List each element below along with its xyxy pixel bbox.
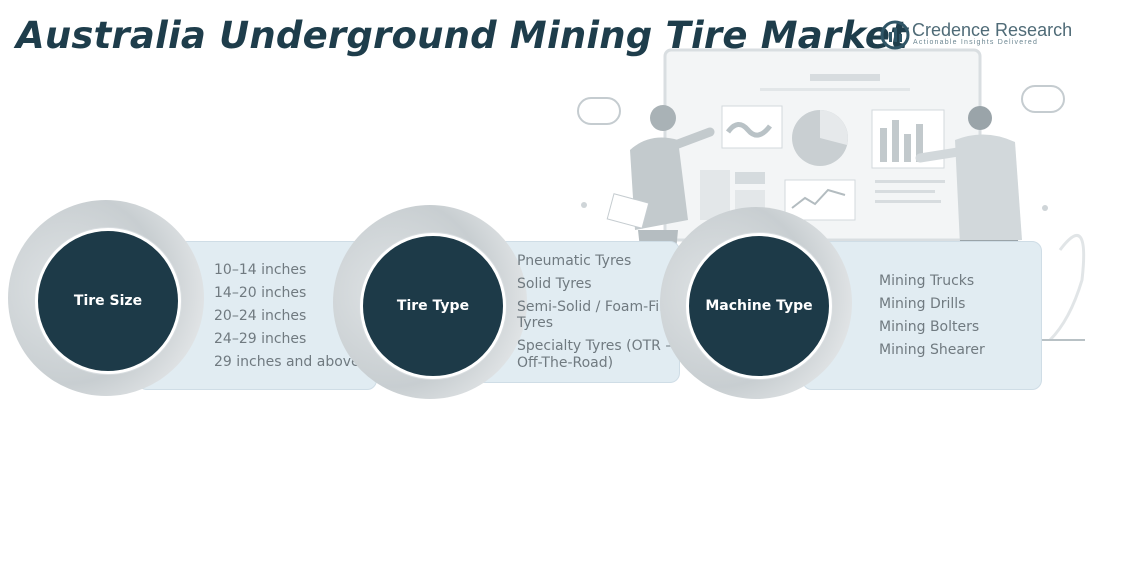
tire-type-circle: Tire Type (360, 233, 506, 379)
presentation-illustration (577, 48, 1086, 342)
machine-type-item: Mining Drills (879, 296, 966, 312)
machine-type-item: Mining Trucks (879, 273, 975, 289)
tire-size-label: Tire Size (73, 293, 143, 309)
logo-name: Credence Research (912, 20, 1073, 40)
tire-type-item: Specialty Tyres (OTR – (517, 338, 673, 354)
page-title: Australia Underground Mining Tire Market (16, 14, 909, 57)
tire-type-label: Tire Type (396, 298, 470, 314)
machine-type-label: Machine Type (705, 298, 813, 314)
credence-logo-icon (880, 20, 910, 50)
logo-tagline: Actionable Insights Delivered (913, 39, 1039, 46)
tire-size-item: 24–29 inches (214, 331, 307, 347)
tire-size-item: 14–20 inches (214, 285, 307, 301)
tire-type-item: Solid Tyres (517, 276, 592, 292)
tire-size-item: 10–14 inches (214, 262, 307, 278)
tire-type-item: Pneumatic Tyres (517, 253, 632, 269)
tire-size-circle: Tire Size (35, 228, 181, 374)
tire-type-item: Off-The-Road) (517, 355, 614, 371)
machine-type-item: Mining Shearer (879, 342, 985, 358)
machine-type-circle: Machine Type (686, 233, 832, 379)
tire-size-item: 29 inches and above (214, 354, 360, 370)
tire-size-item: 20–24 inches (214, 308, 307, 324)
brand-logo: Credence Research Actionable Insights De… (880, 20, 1080, 52)
machine-type-item: Mining Bolters (879, 319, 980, 335)
tire-type-item: Semi-Solid / Foam-Filled (517, 299, 685, 315)
tire-type-item: Tyres (517, 315, 554, 331)
